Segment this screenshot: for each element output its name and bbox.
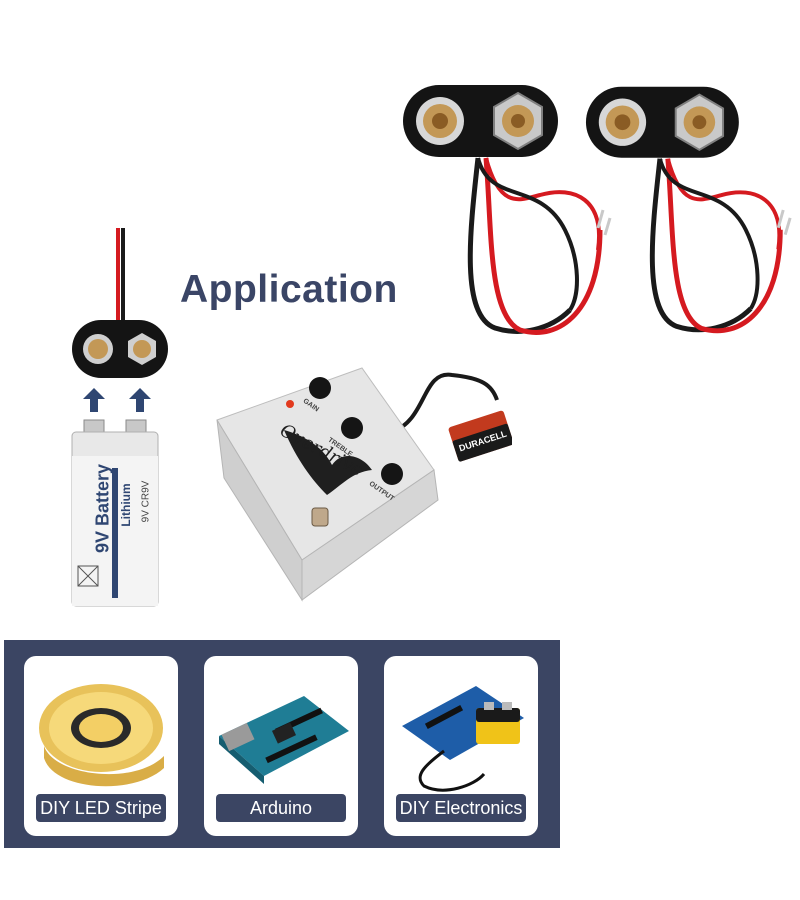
up-arrow-icon (83, 388, 105, 412)
app-card-arduino: Arduino (204, 656, 358, 836)
app-card-led-strip: DIY LED Stripe (24, 656, 178, 836)
up-arrow-icon (129, 388, 151, 412)
app-card-diy-electronics: DIY Electronics (384, 656, 538, 836)
board-with-battery-icon (402, 686, 524, 792)
battery-label-model: 9V CR9V (140, 480, 152, 523)
arduino-board-icon (219, 696, 349, 784)
snap-connector-2 (585, 86, 792, 334)
app-label-diy-electronics: DIY Electronics (396, 794, 526, 822)
snap-connector-1 (403, 85, 612, 335)
battery-label-main: 9V Battery (92, 463, 113, 554)
battery-label-chemistry: Lithium (119, 483, 133, 527)
led-strip-reel-icon (39, 684, 164, 787)
app-label-arduino: Arduino (216, 794, 346, 822)
app-label-led-strip: DIY LED Stripe (36, 794, 166, 822)
guitar-pedal (216, 367, 512, 602)
battery-9v: 9V Battery Lithium 9V CR9V (70, 416, 160, 608)
snap-connector-small (72, 228, 168, 378)
application-heading: Application (180, 268, 398, 311)
applications-panel: DIY LED Stripe Arduino DIY Electronics (4, 640, 560, 848)
